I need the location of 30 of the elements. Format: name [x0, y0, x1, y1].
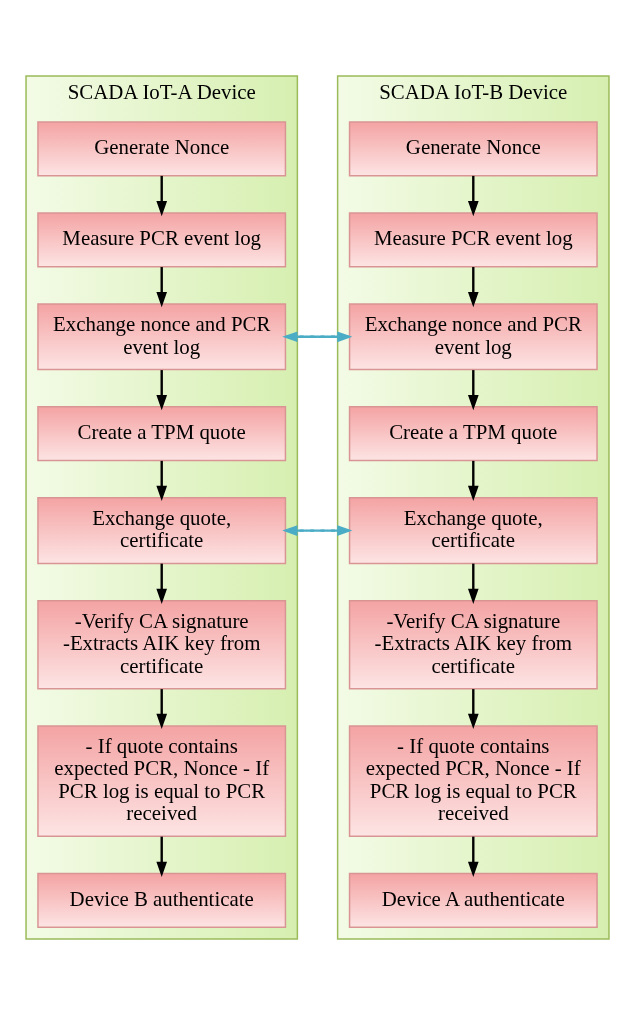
node-box: Device A authenticate: [348, 872, 598, 928]
arrow: [156, 460, 168, 502]
arrow: [467, 267, 479, 308]
node-box: Exchange nonce and PCR event log: [37, 303, 287, 371]
node-box: -Verify CA signature -Extracts AIK key from certificate: [348, 599, 598, 690]
arrow: [156, 267, 168, 308]
node-box: Measure PCR event log: [37, 212, 287, 268]
arrow: [156, 370, 168, 411]
node-box: Measure PCR event log: [348, 212, 598, 268]
arrow: [467, 689, 479, 730]
arrow: [467, 460, 479, 502]
arrow: [467, 563, 479, 604]
node-box: - If quote contains expected PCR, Nonce - If PCR log is equal to PCR received: [37, 725, 287, 837]
arrow: [156, 689, 168, 730]
arrow: [156, 563, 168, 604]
node-box: Generate Nonce: [348, 121, 598, 177]
node-box: Exchange nonce and PCR event log: [348, 303, 598, 371]
arrow: [467, 175, 479, 217]
node-box: - If quote contains expected PCR, Nonce - If PCR log is equal to PCR received: [348, 725, 598, 837]
node-box: Generate Nonce: [37, 121, 287, 177]
node-box: Exchange quote, certificate: [348, 497, 598, 565]
arrow: [467, 370, 479, 411]
arrow: [467, 836, 479, 877]
arrow: [156, 175, 168, 217]
node-box: Exchange quote, certificate: [37, 497, 287, 565]
node-box: -Verify CA signature -Extracts AIK key from certificate: [37, 599, 287, 690]
node-box: Device B authenticate: [37, 872, 287, 928]
node-box: Create a TPM quote: [37, 406, 287, 462]
arrow: [156, 836, 168, 877]
node-box: Create a TPM quote: [348, 406, 598, 462]
